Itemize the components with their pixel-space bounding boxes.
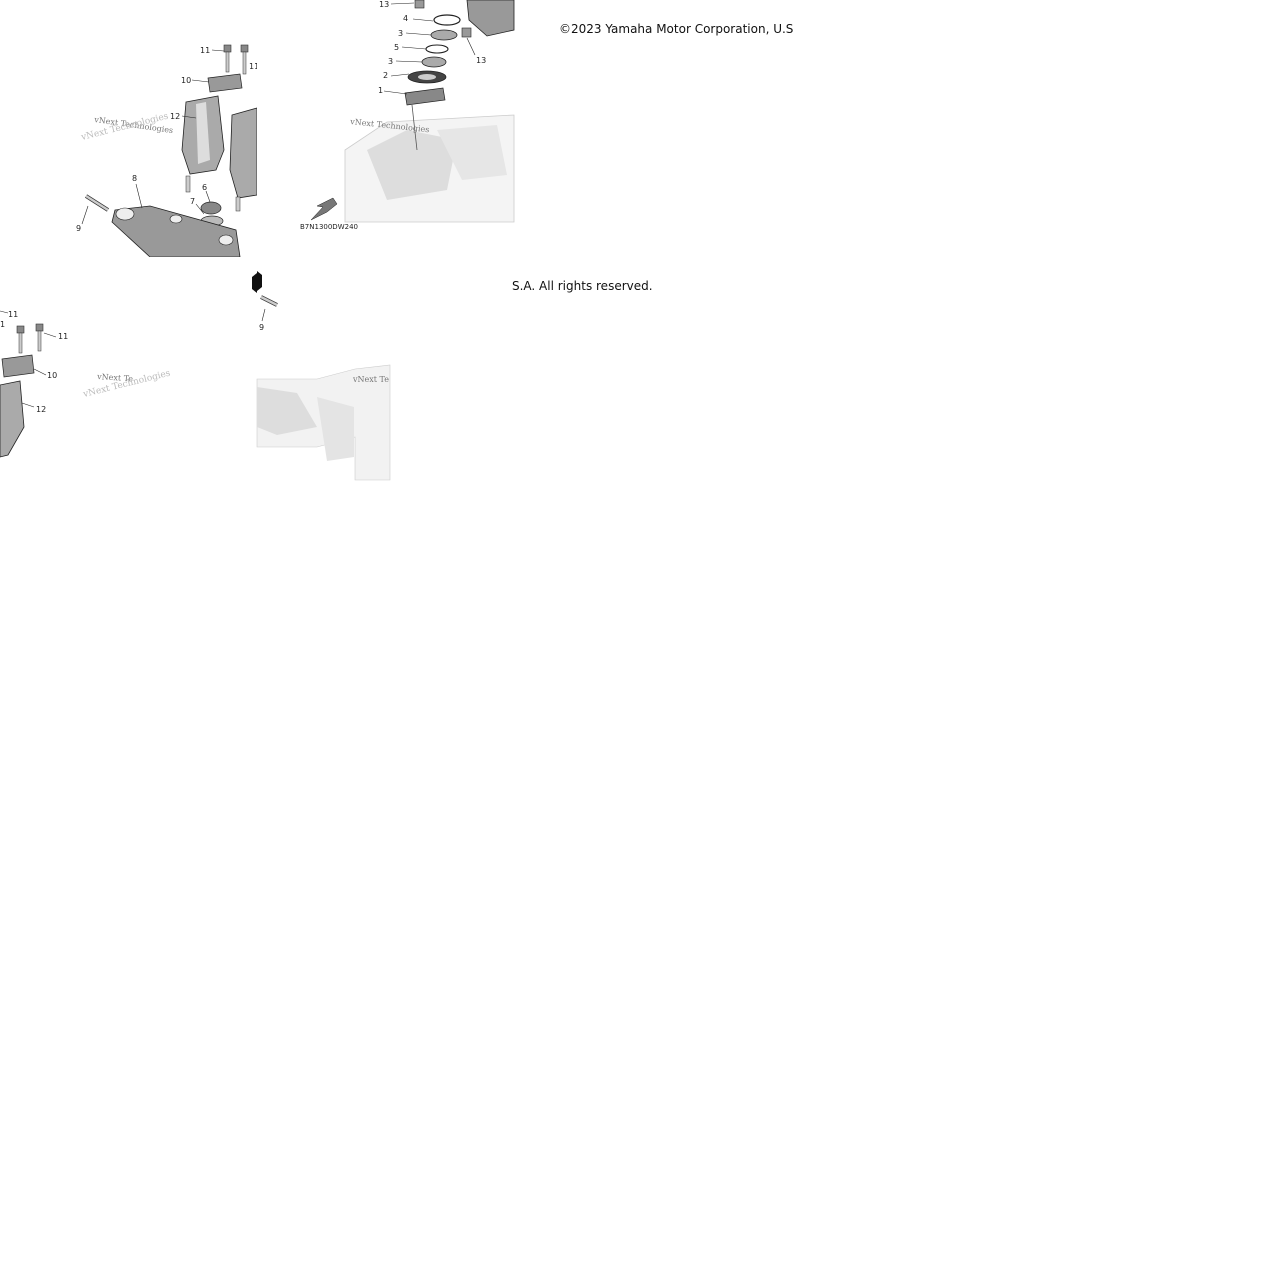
callout-3b: 3 [388,57,393,66]
callout-1-partial: 1 [0,320,5,329]
drawing-code: B7N1300DW240 [300,223,358,231]
parts-diagram-middle: 13 4 3 5 3 2 1 13 vNext Technologies B7N… [300,0,515,231]
callout-11a: 11 [200,46,210,55]
callout-10: 10 [181,76,191,85]
parts-diagram-bottom-left: 11 1 11 10 12 vNext Te vNext Technologie… [0,273,257,458]
watermark-partial: vNext Te [96,372,134,384]
parts-diagram-left: 11 11 10 12 8 6 7 9 vNext Technologies v… [76,44,259,258]
callout-13b: 13 [476,56,486,65]
callout-7: 7 [190,197,195,206]
diagram-tile-top-middle: 13 4 3 5 3 2 1 13 vNext Technologies B7N… [257,0,515,257]
callout-2: 2 [383,71,388,80]
diagram-tile-bottom-middle: 9 vNext Te [256,257,391,481]
callout-6: 6 [202,183,207,192]
copyright-notice-part1: ©2023 Yamaha Motor Corporation, U.S [559,22,794,36]
diagram-tile-top-left: 11 11 10 12 8 6 7 9 vNext Technologies v… [0,0,259,258]
callout-10b: 10 [47,371,57,380]
callout-12b: 12 [36,405,46,414]
callout-3a: 3 [398,29,403,38]
parts-diagram-bottom-middle: 9 vNext Te [256,271,391,481]
watermark-bottom: vNext Te [352,375,389,384]
callout-8: 8 [132,174,137,183]
callout-13a: 13 [379,0,389,9]
callout-4: 4 [403,14,408,23]
callout-12: 12 [170,112,180,121]
copyright-notice-part2: S.A. All rights reserved. [512,279,653,293]
callout-11b: 11 [249,62,259,71]
callout-1: 1 [378,86,383,95]
callout-11c: 11 [8,310,18,319]
callout-9: 9 [76,224,81,233]
diagram-tile-bottom-left: 11 1 11 10 12 vNext Te vNext Technologie… [0,257,257,480]
callout-5: 5 [394,43,399,52]
callout-11d: 11 [58,332,68,341]
callout-9b: 9 [259,323,264,332]
